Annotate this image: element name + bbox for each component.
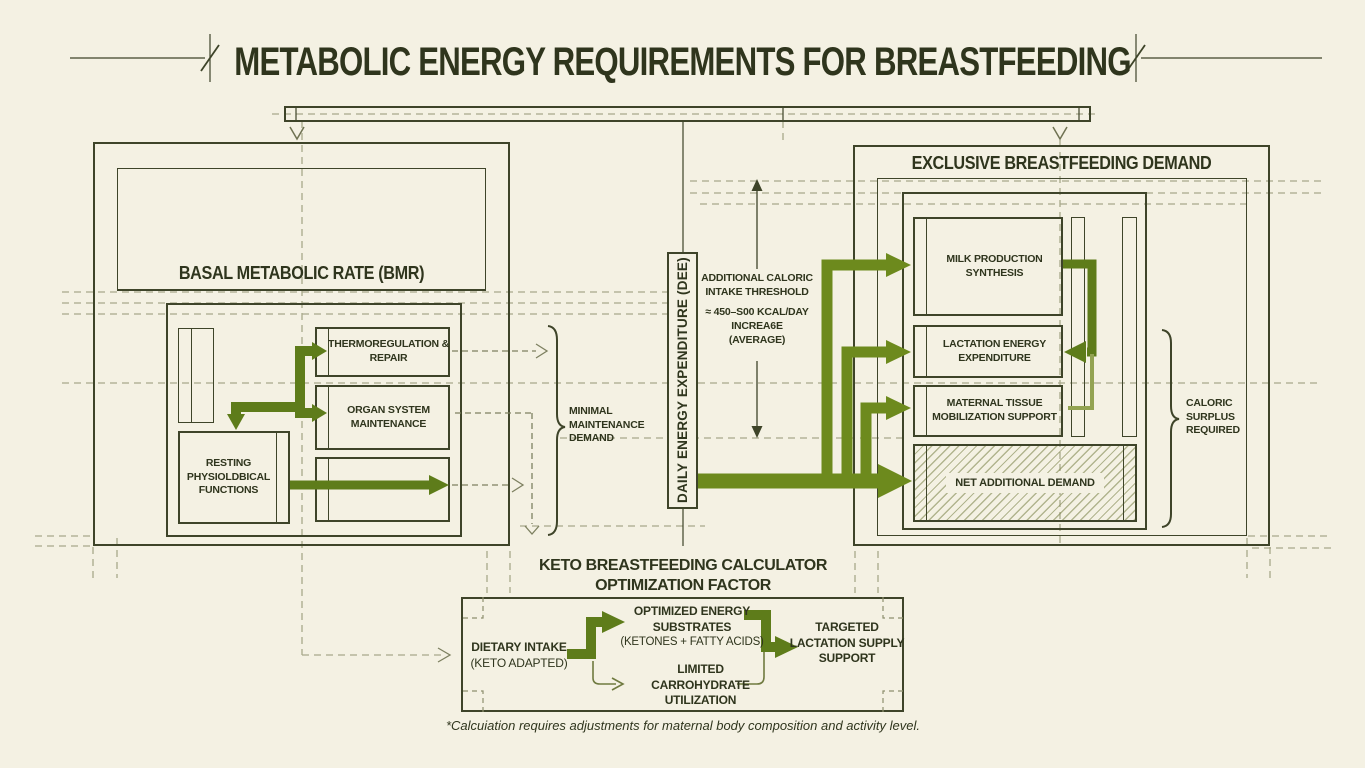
bar-right-down-arrow-icon xyxy=(1052,126,1068,141)
threshold-value3: (AVERAGE) xyxy=(728,333,786,346)
net-demand-label: NET ADDITIONAL DEMAND xyxy=(913,444,1137,522)
organ-box-strip xyxy=(317,386,329,449)
maternal-box-strip xyxy=(915,386,927,436)
breastfeeding-panel xyxy=(853,145,1270,546)
caloric-threshold-measure-arrow xyxy=(751,179,763,438)
minimal-demand-bracket xyxy=(547,325,566,536)
dietary-label: DIETARY INTAKE xyxy=(471,640,567,654)
keto-flow-arrows xyxy=(567,610,798,691)
chevron-down-icon xyxy=(524,525,540,535)
dietary-sub-label: (KETO ADAPTED) xyxy=(470,655,568,670)
keto-heading-line1: KETO BREASTFEEDING CALCULATOR xyxy=(539,557,827,574)
targeted-label: TARGETED LACTATION SUPPLY SUPPORT xyxy=(789,620,905,666)
caloric-surplus-bracket xyxy=(1161,329,1180,528)
footnote: *Calcuiation requires adjustments for ma… xyxy=(445,718,920,733)
milk-to-lactation-loop xyxy=(1063,259,1097,410)
keto-corner-marks xyxy=(461,597,905,712)
keto-heading-line2: OPTIMIZATION FACTOR xyxy=(595,577,771,594)
maternal-box xyxy=(913,385,1063,437)
arrowhead-optimized-icon xyxy=(602,611,625,633)
resting-label: RESTING PHYSIOLDBICAL FUNCTIONS xyxy=(186,457,271,497)
caloric-surplus-label: CALORIC SURPLUS REQUIRED xyxy=(1186,397,1240,437)
lactation-box-strip xyxy=(915,326,927,377)
right-narrow-column-2 xyxy=(1122,217,1137,437)
dashed-flow-arrows xyxy=(437,343,549,663)
arrowhead-thermo-icon xyxy=(312,342,327,360)
page-title: METABOLIC ENERGY REQUIREMENTS FOR BREAST… xyxy=(234,40,1131,84)
bmr-panel xyxy=(93,142,510,546)
breastfeeding-content-box xyxy=(902,192,1147,530)
breastfeeding-title: EXCLUSIVE BREASTFEEDING DEMAND xyxy=(911,153,1212,173)
threshold-value: ≈ 450–S00 KCAL/DAY xyxy=(705,306,809,319)
chevron-right-icon xyxy=(511,477,525,493)
lactation-box xyxy=(913,325,1063,378)
dietary-block: DIETARY INTAKE (KETO ADAPTED) xyxy=(468,640,570,671)
down-arrowhead-icon xyxy=(751,426,763,438)
caloric-threshold-block: ADDITIONAL CALORIC INTAKE THRESHOLD ≈ 45… xyxy=(690,272,824,347)
arrowhead-right-icon xyxy=(429,475,449,495)
limited-label: LIMITED CARROHYDRATE UTILIZATION xyxy=(651,662,750,708)
arrowhead-resting-icon xyxy=(227,414,245,430)
resting-box-strip xyxy=(276,432,288,523)
arrowhead-targeted-icon xyxy=(775,636,798,658)
resting-box xyxy=(178,431,290,524)
arrowhead-net-icon xyxy=(878,464,912,498)
net-box-strip-right xyxy=(1123,445,1135,521)
optimized-sub-label: (KETONES + FATTY ACIDS) xyxy=(620,636,764,649)
net-demand-text: NET ADDITIONAL DEMAND xyxy=(946,472,1104,494)
threshold-title: ADDITIONAL CALORIC INTAKE THRESHOLD xyxy=(701,272,813,298)
keto-calculator-box xyxy=(461,597,904,712)
arrowhead-maternal-icon xyxy=(886,396,911,420)
optimized-label: OPTIMIZED ENERGY SUBSTRATES xyxy=(633,604,751,634)
maternal-label: MATERNAL TISSUE MOBILIZATION SUPPORT xyxy=(932,397,1057,423)
arrowhead-organ-icon xyxy=(312,404,327,422)
bar-left-down-arrow-icon xyxy=(289,126,305,141)
minimal-demand-label: MINIMAL MAINTENANCE DEMAND xyxy=(569,405,645,445)
chevron-right-icon xyxy=(611,677,625,691)
arrowhead-lactation-icon xyxy=(886,340,911,364)
thermo-box-strip xyxy=(317,328,329,376)
bmr-title-band xyxy=(117,168,486,291)
milk-label: MILK PRODUCTION SYNTHESIS xyxy=(946,252,1043,279)
chevron-right-icon xyxy=(437,647,452,663)
milk-box xyxy=(913,217,1063,316)
optimized-block: OPTIMIZED ENERGY SUBSTRATES (KETONES + F… xyxy=(612,604,772,650)
top-dimension-bar xyxy=(284,106,1091,141)
narrow-box-divider xyxy=(191,329,192,422)
up-arrowhead-icon xyxy=(751,179,763,191)
bmr-title: BASAL METABOLIC RATE (BMR) xyxy=(178,263,425,283)
title-ticks xyxy=(70,34,1322,82)
organ-label: ORGAN SYSTEM MAINTENANCE xyxy=(347,403,430,430)
bmr-flow-arrows xyxy=(227,342,449,495)
thermo-label: THERMOREGULATION & REPAIR xyxy=(327,338,450,364)
net-box-strip-left xyxy=(915,445,927,521)
bmr-narrow-box xyxy=(178,328,214,423)
chevron-right-icon xyxy=(535,343,549,359)
lactation-label: LACTATION ENERGY EXPENDITURE xyxy=(942,337,1047,364)
arrowhead-milk-icon xyxy=(886,253,911,277)
dee-flow-arrows xyxy=(697,253,912,498)
milk-box-strip xyxy=(915,218,927,315)
right-narrow-column-1 xyxy=(1071,217,1085,437)
bmr-content-box xyxy=(166,303,462,537)
threshold-value2: INCREA6E xyxy=(731,319,783,332)
arrowhead-left-icon xyxy=(1064,341,1086,363)
